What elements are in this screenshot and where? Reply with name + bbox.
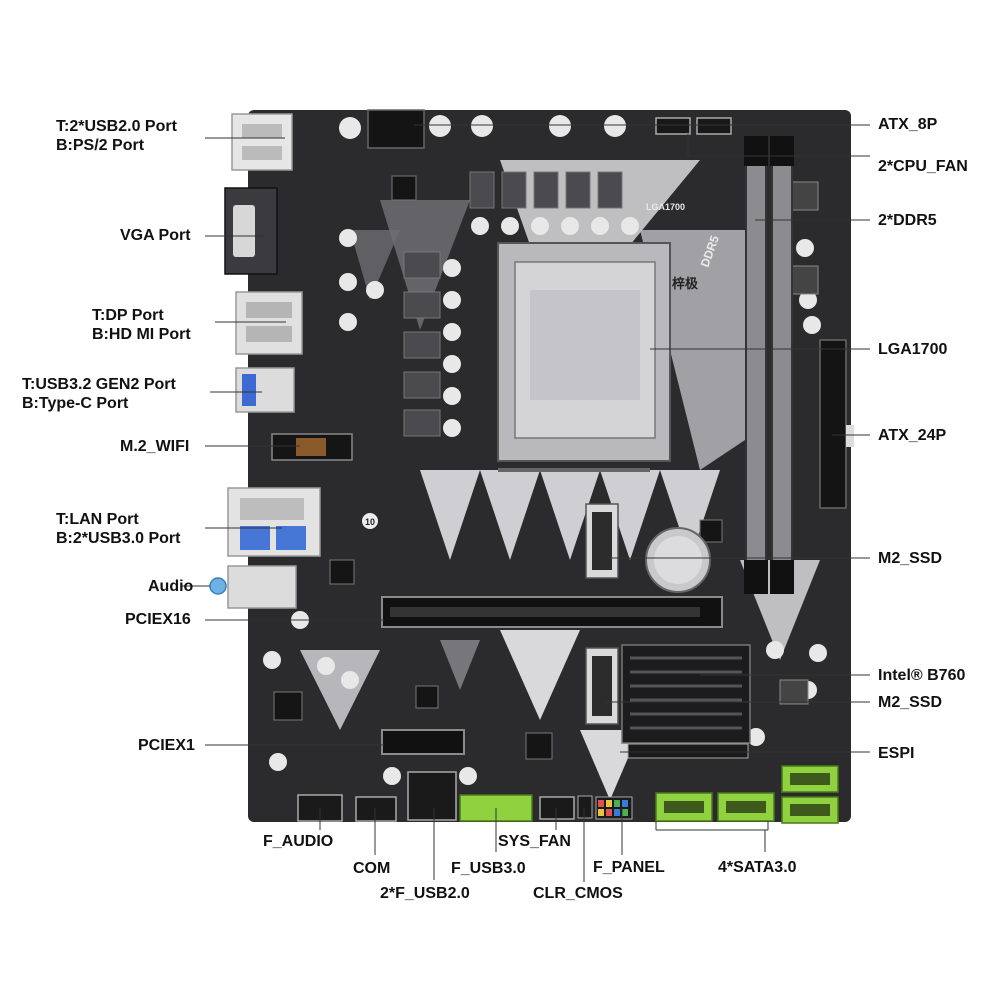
label-atx-8p: ATX_8P	[878, 116, 938, 133]
cmos-battery	[645, 527, 711, 593]
label-f-audio: F_AUDIO	[263, 833, 334, 850]
label-lga1700: LGA1700	[878, 341, 948, 358]
label-ddr5: 2*DDR5	[878, 212, 937, 229]
leader-lines	[182, 124, 870, 882]
label-usb2-ps2: T:2*USB2.0 Port B:PS/2 Port	[56, 117, 177, 155]
com-header	[355, 796, 397, 822]
cpu-fan-header-2	[696, 117, 732, 135]
audio-jack	[227, 565, 297, 609]
clr-cmos-jumper	[577, 795, 593, 819]
socket-silkscreen: LGA1700	[646, 202, 685, 212]
label-pciex1-text: PCIEX1	[138, 737, 195, 754]
rear-io-ports	[209, 113, 321, 609]
ddr5-slot-2	[771, 137, 793, 591]
label-lan-top: T:LAN Port	[56, 511, 139, 528]
dp-hdmi-port	[235, 291, 303, 355]
atx-8p-connector	[367, 109, 425, 149]
ddr5-slot-1	[745, 137, 767, 591]
label-usb2-top: T:2*USB2.0 Port	[56, 118, 177, 135]
label-lan-usb30: T:LAN Port B:2*USB3.0 Port	[56, 510, 180, 548]
label-lan-bottom: B:2*USB3.0 Port	[56, 530, 181, 547]
label-usb32-bottom: B:Type-C Port	[22, 395, 129, 412]
label-com: COM	[353, 860, 391, 877]
label-usb2-bottom: B:PS/2 Port	[56, 137, 145, 154]
label-audio-text: Audio	[148, 578, 194, 595]
badge-text: 10	[365, 517, 375, 527]
atx-24p-connector	[819, 339, 847, 509]
label-sys-fan: SYS_FAN	[498, 833, 571, 850]
vrm-components	[263, 115, 827, 785]
label-f-usb30: F_USB3.0	[451, 860, 526, 877]
label-m2-wifi: M.2_WIFI	[120, 437, 189, 456]
pciex1-slot	[381, 729, 465, 755]
espi-header	[627, 743, 749, 759]
badge-circle: 10	[362, 513, 378, 529]
brand-silkscreen: 梓极	[672, 276, 699, 291]
label-pciex16: PCIEX16	[125, 610, 191, 629]
label-espi: ESPI	[878, 745, 915, 762]
label-m2-ssd-1: M2_SSD	[878, 550, 943, 567]
cpu-fan-header-1	[655, 117, 691, 135]
label-cpu-fan: 2*CPU_FAN	[878, 158, 968, 175]
label-usb32-top: T:USB3.2 GEN2 Port	[22, 376, 176, 393]
f-usb20-header	[407, 771, 457, 821]
label-audio: Audio	[148, 577, 193, 596]
label-vga: VGA Port	[120, 226, 191, 245]
label-chipset: Intel® B760	[878, 667, 966, 684]
label-dp-bottom: B:HD MI Port	[92, 326, 191, 343]
cpu-socket: LGA1700 DDR5 梓极	[497, 202, 722, 472]
label-vga-text: VGA Port	[120, 227, 191, 244]
label-usb32-typec: T:USB3.2 GEN2 Port B:Type-C Port	[22, 375, 176, 413]
label-dp-hdmi: T:DP Port B:HD MI Port	[92, 306, 191, 344]
label-f-usb20: 2*F_USB2.0	[380, 885, 470, 902]
label-dp-top: T:DP Port	[92, 307, 164, 324]
label-pciex1: PCIEX1	[138, 736, 195, 755]
label-f-panel: F_PANEL	[593, 859, 665, 876]
label-atx-24p: ATX_24P	[878, 427, 947, 444]
f-panel-header	[595, 796, 633, 820]
label-clr-cmos: CLR_CMOS	[533, 885, 623, 902]
label-m2-ssd-2: M2_SSD	[878, 694, 943, 711]
label-pciex16-text: PCIEX16	[125, 611, 191, 628]
chipset-heatsink	[621, 644, 751, 744]
usb2-ps2-port	[231, 113, 293, 171]
label-sata: 4*SATA3.0	[718, 859, 797, 876]
sys-fan-header	[539, 796, 575, 820]
label-m2-wifi-text: M.2_WIFI	[120, 438, 190, 455]
